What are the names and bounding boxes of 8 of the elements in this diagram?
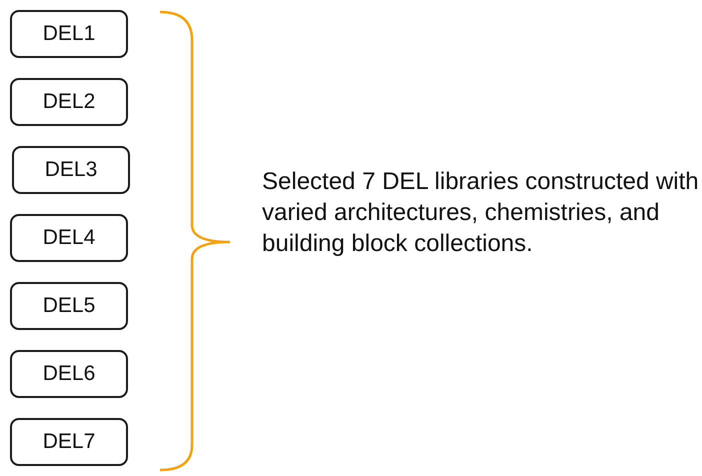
library-box: DEL2 bbox=[10, 78, 128, 126]
library-box: DEL3 bbox=[12, 146, 130, 194]
description-text: Selected 7 DEL libraries constructed with varied architectures, chemistries, and building block collections. bbox=[262, 167, 700, 259]
library-box: DEL6 bbox=[10, 350, 128, 398]
library-box: DEL4 bbox=[10, 214, 128, 262]
library-box: DEL7 bbox=[10, 418, 128, 466]
library-box: DEL1 bbox=[10, 10, 128, 58]
library-box: DEL5 bbox=[10, 282, 128, 330]
